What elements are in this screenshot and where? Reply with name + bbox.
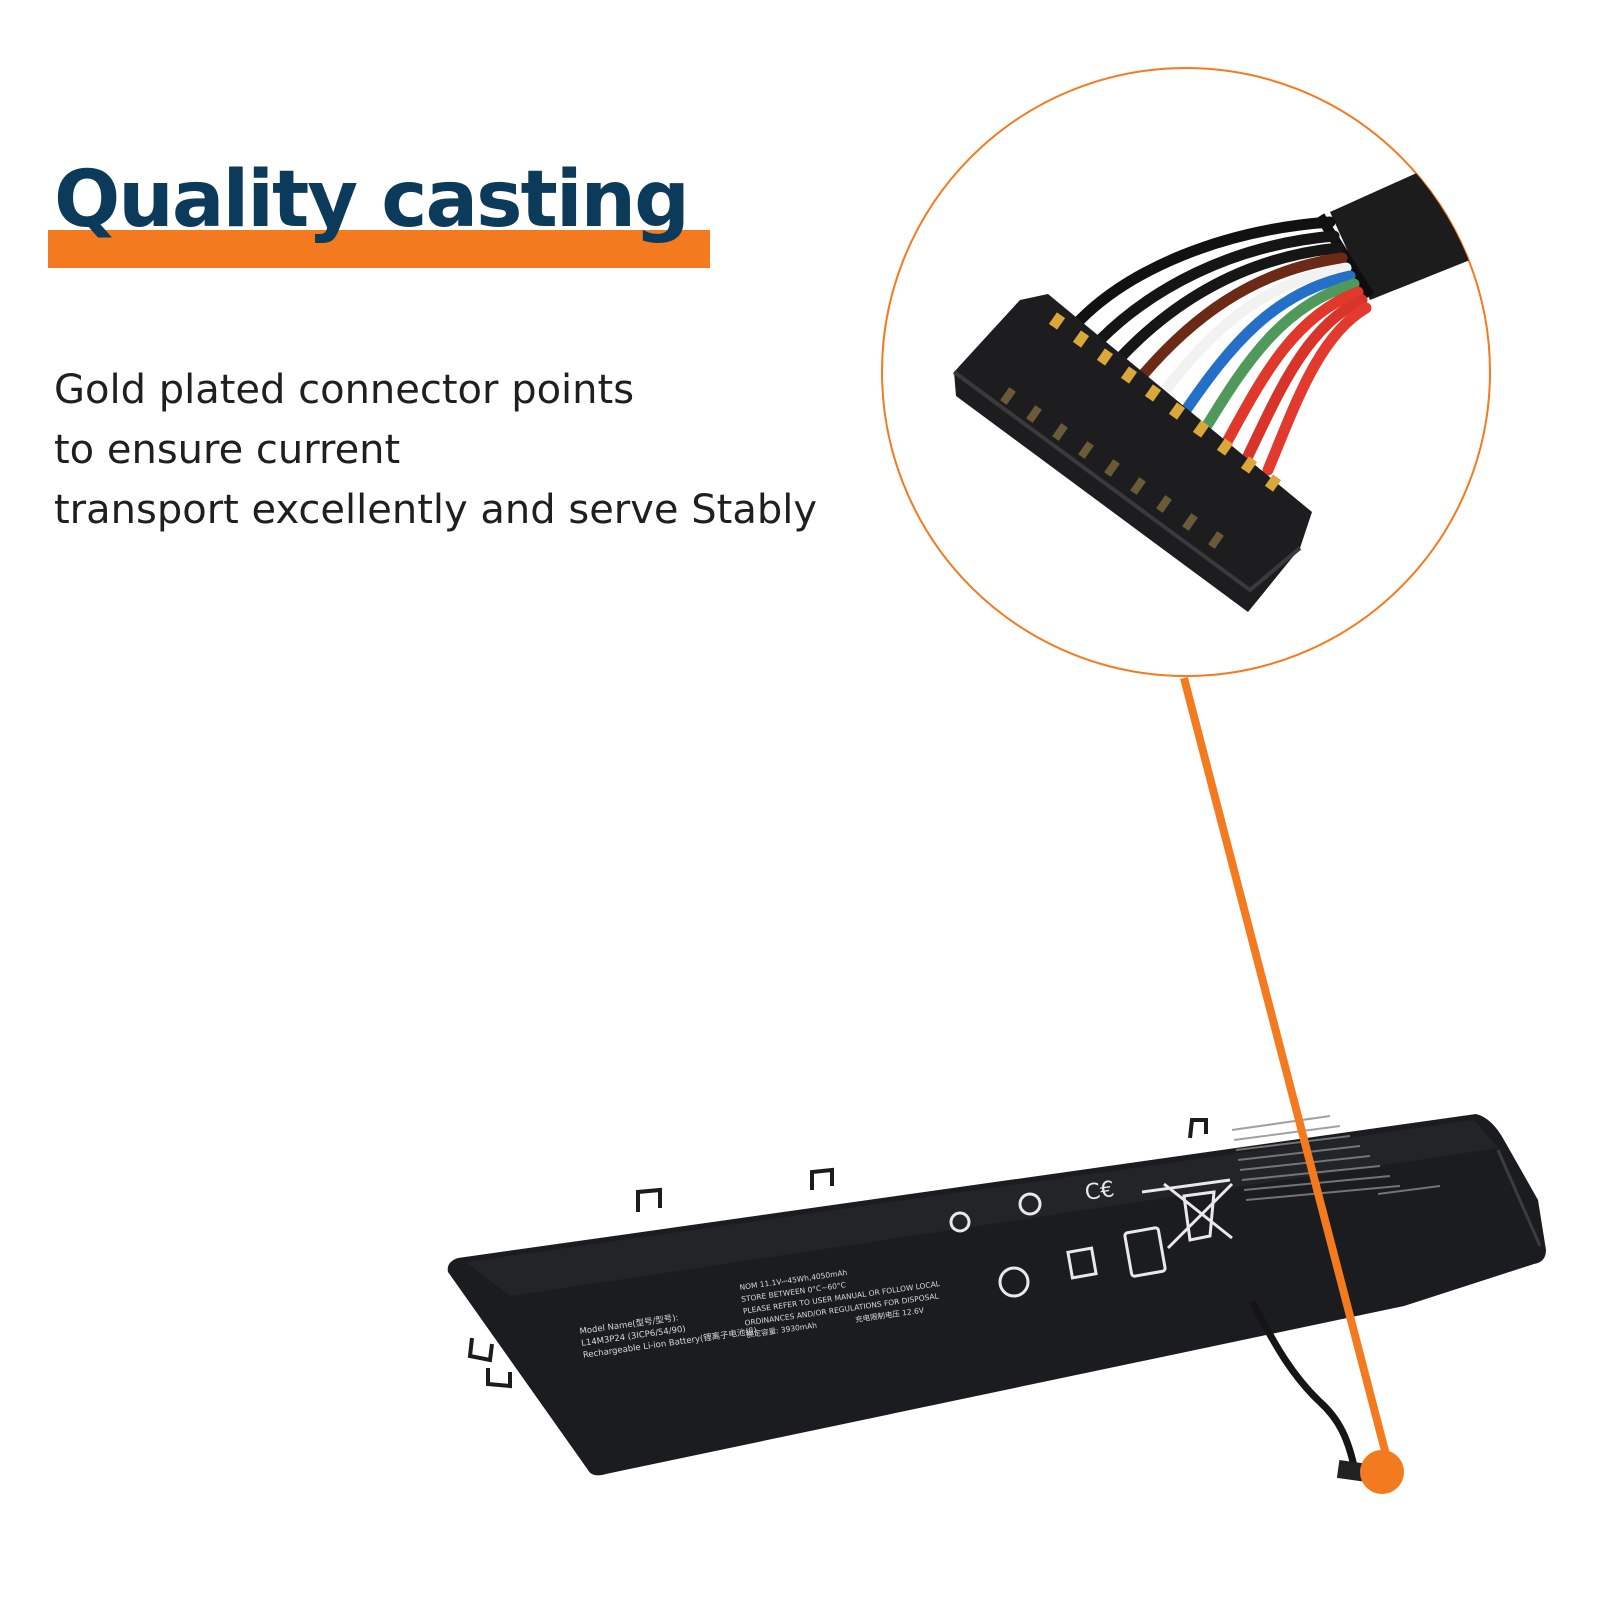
- contact-slots: [1000, 387, 1224, 549]
- gold-pins: [1048, 312, 1282, 492]
- battery-pack: C€ Model Name(型号/型号): L14M3P24 (3ICP6/54…: [447, 1114, 1546, 1483]
- warning-text-block: [1231, 1115, 1441, 1201]
- callout-dot: [1360, 1450, 1404, 1494]
- description-line: transport excellently and serve Stably: [54, 487, 818, 533]
- headline: Quality casting: [54, 155, 690, 245]
- headline-block: Quality casting: [48, 150, 710, 268]
- callout-line: [1180, 676, 1394, 1472]
- battery-body: [447, 1114, 1546, 1476]
- connector-wires: [1074, 216, 1372, 476]
- connector-housing: [954, 294, 1312, 612]
- description-line: Gold plated connector points: [54, 367, 635, 413]
- svg-text:C€: C€: [1083, 1177, 1116, 1206]
- description: Gold plated connector points to ensure c…: [54, 360, 914, 540]
- certification-icons: C€: [949, 1177, 1234, 1298]
- headline-underline-bar: [48, 230, 710, 268]
- description-line: to ensure current: [54, 427, 401, 473]
- battery-cable: [1248, 1300, 1358, 1467]
